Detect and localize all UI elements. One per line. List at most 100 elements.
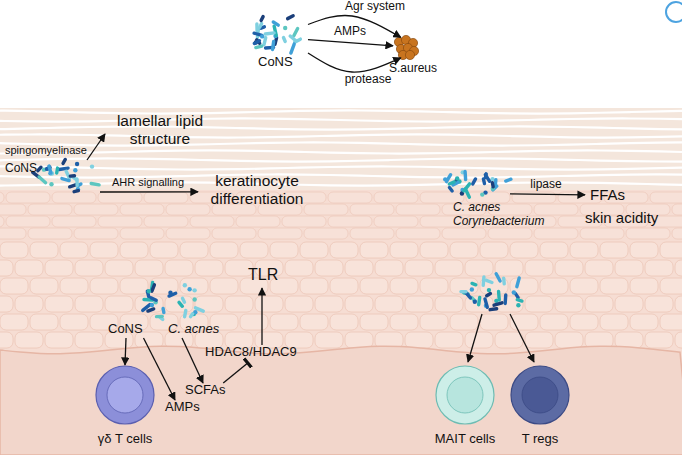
keratinocyte-cell bbox=[405, 296, 433, 312]
keratinocyte-cell bbox=[442, 228, 486, 239]
bacterium-rod bbox=[515, 276, 522, 289]
keratinocyte-cell bbox=[45, 260, 73, 276]
bacterium-rod bbox=[459, 290, 467, 294]
bacterium-rod bbox=[484, 278, 494, 285]
bacterium-rod bbox=[161, 306, 166, 314]
keratinocyte-cell bbox=[512, 192, 556, 203]
keratinocyte-cell bbox=[615, 296, 643, 312]
keratinocyte-cell bbox=[672, 204, 682, 215]
keratinocyte-cell bbox=[0, 332, 13, 348]
bacterium-coccus bbox=[150, 303, 154, 307]
molecule-label: AMPs bbox=[165, 400, 205, 415]
keratinocyte-cell bbox=[600, 242, 628, 258]
keratinocyte-cell bbox=[570, 278, 598, 294]
keratinocyte-cell bbox=[144, 216, 188, 227]
pathogen-label: S.aureus bbox=[389, 62, 449, 76]
keratinocyte-cell bbox=[420, 278, 448, 294]
keratinocyte-cell bbox=[650, 192, 682, 203]
keratinocyte-cell bbox=[345, 332, 373, 348]
keratinocyte-cell bbox=[600, 278, 628, 294]
effect-label: lamellar lipid structure bbox=[105, 112, 215, 148]
keratinocyte-cell bbox=[75, 296, 103, 312]
keratinocyte-cell bbox=[282, 216, 326, 227]
bacterium-rod bbox=[447, 180, 456, 186]
arrow-connector bbox=[308, 40, 393, 46]
cluster-shape bbox=[140, 280, 210, 320]
lipid-layer-line bbox=[0, 110, 682, 113]
keratinocyte-cell bbox=[630, 314, 658, 330]
cell-nucleus bbox=[447, 377, 483, 413]
bacterium-rod bbox=[502, 276, 506, 285]
keratinocyte-cell bbox=[98, 192, 142, 203]
keratinocyte-cell bbox=[45, 332, 73, 348]
keratinocyte-cell bbox=[180, 242, 208, 258]
keratinocyte-cell bbox=[105, 296, 133, 312]
cluster-shape bbox=[35, 160, 100, 192]
keratinocyte-cell bbox=[350, 204, 394, 215]
effect-label: skin acidity bbox=[585, 209, 675, 226]
keratinocyte-cell bbox=[225, 296, 253, 312]
keratinocyte-cell bbox=[570, 314, 598, 330]
effect-text: lamellar lipid structure bbox=[105, 112, 215, 152]
keratinocyte-cell bbox=[675, 260, 682, 276]
keratinocyte-cell bbox=[672, 228, 682, 239]
cell-membrane bbox=[96, 366, 154, 424]
cell-label: T regs bbox=[500, 432, 580, 447]
keratinocyte-cell bbox=[0, 260, 13, 276]
keratinocyte-cell bbox=[30, 242, 58, 258]
arrow-connector bbox=[144, 338, 176, 400]
bacterium-rod bbox=[470, 177, 477, 187]
keratinocyte-cell bbox=[585, 296, 613, 312]
cell-shape bbox=[95, 365, 155, 425]
keratinocyte-cell bbox=[660, 242, 682, 258]
keratinocyte-cell bbox=[300, 314, 328, 330]
keratinocyte-cell bbox=[600, 314, 628, 330]
bacterium-rod bbox=[146, 307, 156, 314]
keratinocyte-cell bbox=[435, 296, 463, 312]
bacterium-rod bbox=[188, 311, 195, 319]
bacterium-rod bbox=[47, 164, 53, 175]
keratinocyte-cell bbox=[465, 260, 493, 276]
immune-cell: T regs bbox=[510, 365, 570, 425]
keratinocyte-cell bbox=[212, 228, 256, 239]
keratinocyte-cell bbox=[15, 332, 43, 348]
arrow-connector bbox=[100, 191, 198, 192]
keratinocyte-cell bbox=[45, 296, 73, 312]
bacterium-coccus bbox=[480, 192, 484, 196]
molecule-label: HDAC8/HDAC9 bbox=[205, 345, 300, 360]
keratinocyte-cell bbox=[28, 204, 72, 215]
bacterium-rod bbox=[488, 307, 498, 312]
keratinocyte-cell bbox=[396, 204, 440, 215]
keratinocyte-cell bbox=[375, 260, 403, 276]
keratinocyte-cell bbox=[98, 216, 142, 227]
keratinocyte-cell bbox=[435, 260, 463, 276]
keratinocyte-cell bbox=[74, 204, 118, 215]
keratinocyte-cell bbox=[360, 278, 388, 294]
keratinocyte-cell bbox=[166, 228, 210, 239]
edge-label: spingomyelinase bbox=[5, 144, 87, 156]
bacterium-coccus bbox=[455, 176, 459, 180]
arrow-connector bbox=[510, 194, 585, 195]
keratinocyte-cell bbox=[285, 260, 313, 276]
bacterium-rod bbox=[285, 14, 295, 21]
keratinocyte-cell bbox=[0, 278, 28, 294]
receptor-text: TLR bbox=[248, 266, 283, 288]
bacterium-rod bbox=[180, 296, 187, 305]
keratinocyte-cell bbox=[255, 296, 283, 312]
bacteria-cluster: CoNSC. acnes bbox=[140, 280, 210, 320]
keratinocyte-cell bbox=[480, 242, 508, 258]
effect-text: FFAsskin acidity bbox=[585, 186, 665, 230]
keratinocyte-cell bbox=[660, 314, 682, 330]
bacterium-coccus bbox=[192, 288, 196, 292]
keratinocyte-cell bbox=[300, 242, 328, 258]
keratinocyte-cell bbox=[534, 204, 578, 215]
keratinocyte-cell bbox=[150, 278, 178, 294]
bacterium-coccus bbox=[470, 287, 474, 291]
bacterium-rod bbox=[75, 177, 79, 187]
receptor-label: TLR bbox=[248, 266, 283, 284]
keratinocyte-cell bbox=[570, 242, 598, 258]
keratinocyte-cell bbox=[510, 278, 538, 294]
lipid-layer-line bbox=[0, 182, 682, 185]
keratinocyte-cell bbox=[330, 314, 358, 330]
keratinocyte-cell bbox=[6, 216, 50, 227]
